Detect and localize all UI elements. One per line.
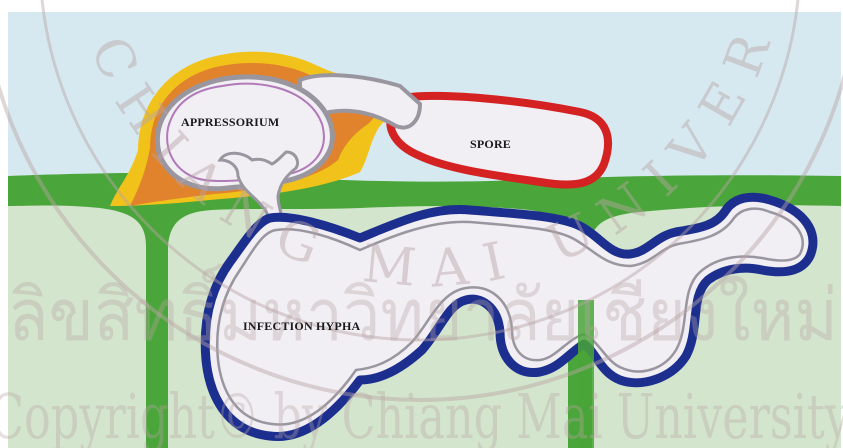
watermark-thai-text: ลิขสิทธิ์มหาวิทยาลัยเชียงใหม่ [8, 263, 838, 357]
label-infection-hypha: INFECTION HYPHA [243, 319, 360, 333]
label-appressorium: APPRESSORIUM [181, 115, 279, 129]
label-spore: SPORE [470, 137, 511, 151]
watermark-copyright-text: Copyright© by Chiang Mai University [0, 380, 843, 448]
